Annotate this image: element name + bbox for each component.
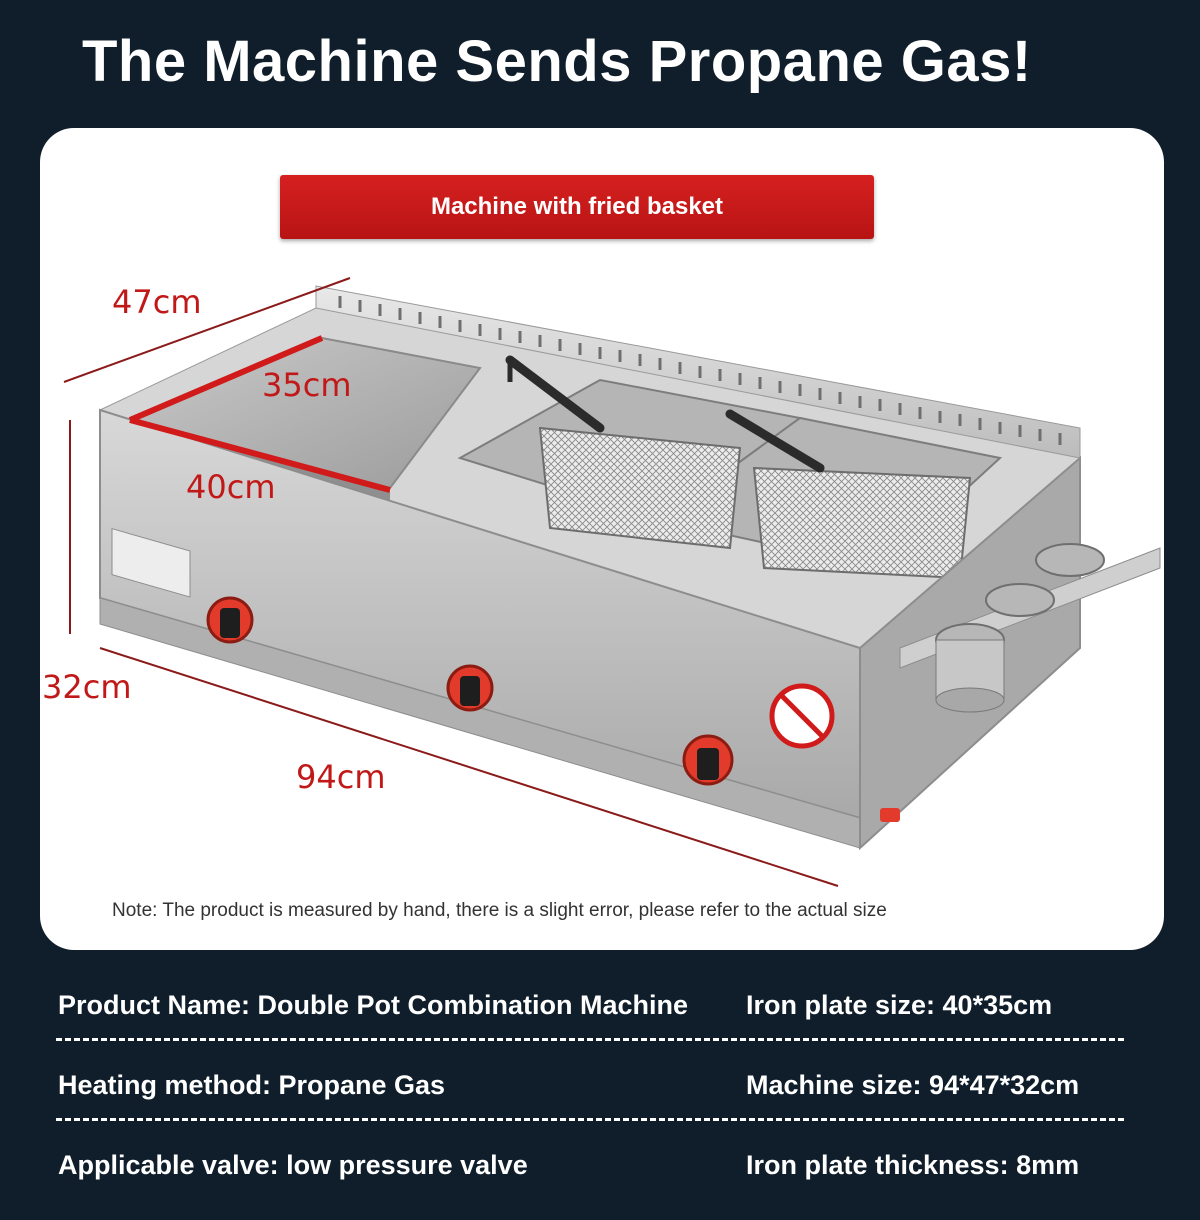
- access-hatch: [111, 528, 191, 598]
- measurement-note: Note: The product is measured by hand, t…: [112, 900, 887, 921]
- control-knob-1: [206, 596, 254, 644]
- dashed-divider: [56, 1038, 1124, 1041]
- product-panel: Machine with fried basket 47cm 35cm 40cm…: [40, 128, 1164, 950]
- dimension-depth-label: 47cm: [112, 283, 202, 321]
- control-knob-3: [682, 734, 734, 786]
- griddle-outline: [128, 335, 391, 493]
- banner-label: Machine with fried basket: [280, 175, 874, 239]
- dashed-divider: [56, 1118, 1124, 1121]
- fry-basket-left: [505, 355, 742, 550]
- dimension-plate-depth-label: 35cm: [262, 366, 352, 404]
- dimension-height-label: 32cm: [42, 668, 132, 706]
- spec-table: Product Name: Double Pot Combination Mac…: [56, 980, 1138, 1220]
- dimension-width-label: 94cm: [296, 758, 386, 796]
- dimension-lines: [63, 277, 839, 887]
- spec-row: Applicable valve: low pressure valve Iro…: [58, 1140, 1138, 1220]
- machine-illustration: [63, 277, 1161, 887]
- fry-basket-right: [725, 409, 972, 580]
- spec-row: Product Name: Double Pot Combination Mac…: [56, 980, 1138, 1060]
- condiment-holder: [899, 543, 1161, 713]
- warning-sign-icon: [769, 683, 835, 749]
- spec-applicable-valve: Applicable valve: low pressure valve: [58, 1150, 528, 1180]
- spec-heating-method: Heating method: Propane Gas: [58, 1070, 446, 1100]
- control-knob-2: [446, 664, 494, 712]
- spec-row: Heating method: Propane Gas Machine size…: [56, 1060, 1138, 1140]
- spec-machine-size: Machine size: 94*47*32cm: [746, 1070, 1080, 1100]
- dimension-plate-width-label: 40cm: [186, 468, 276, 506]
- igniter-button: [880, 808, 900, 822]
- headline: The Machine Sends Propane Gas!: [82, 29, 1032, 94]
- spec-plate-thickness: Iron plate thickness: 8mm: [746, 1150, 1080, 1180]
- spec-product-name: Product Name: Double Pot Combination Mac…: [58, 990, 689, 1020]
- spec-iron-plate-size: Iron plate size: 40*35cm: [746, 990, 1053, 1020]
